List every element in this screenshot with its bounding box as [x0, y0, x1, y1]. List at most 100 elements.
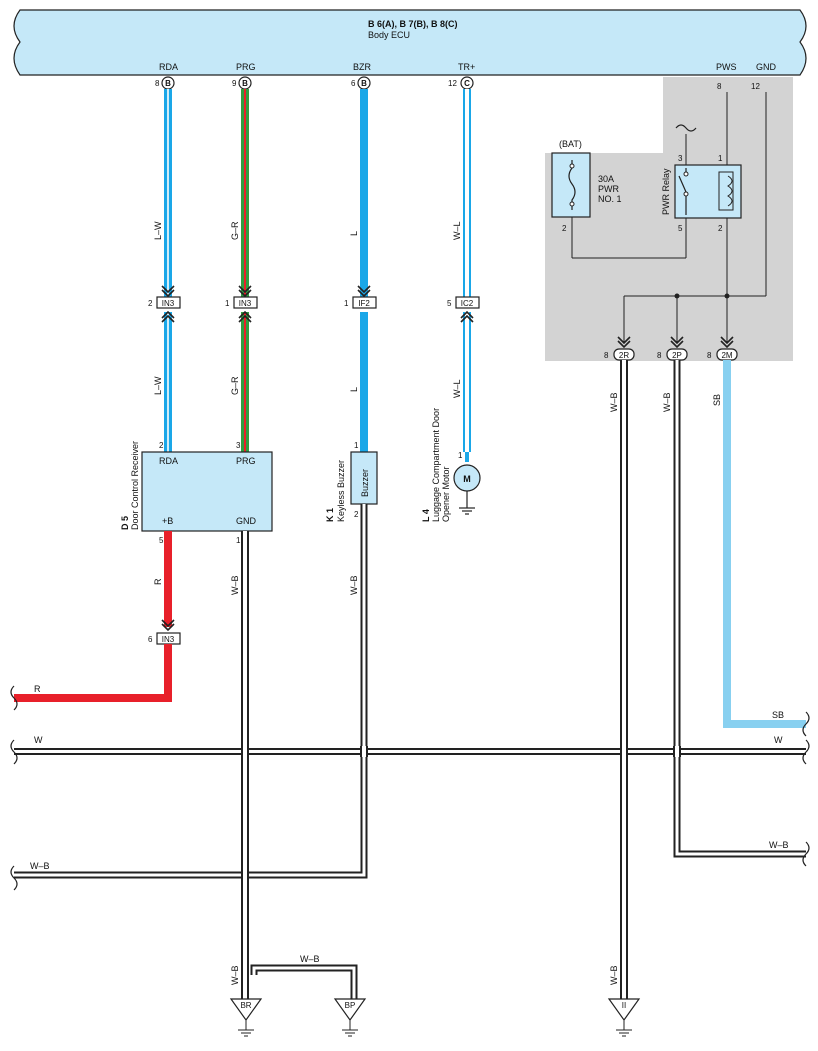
relay-pin5: 5 — [678, 224, 683, 233]
svg-text:2M: 2M — [721, 351, 732, 360]
crossing-receiver-gnd-inner — [243, 746, 247, 757]
relay-box-wiring — [571, 92, 767, 343]
crossing-buzzer-inner — [362, 746, 366, 757]
svg-text:12: 12 — [448, 79, 457, 88]
splice-2m — [724, 293, 730, 299]
ecu-pin-name-gnd: GND — [756, 62, 777, 72]
motor-name-1: Luggage Compartment Door — [431, 408, 441, 522]
wire-w-bus — [14, 748, 806, 755]
receiver-pin-gnd: GND — [236, 516, 257, 526]
svg-text:BP: BP — [345, 1001, 356, 1010]
svg-text:IF2: IF2 — [358, 299, 370, 308]
relay-pin3: 3 — [678, 154, 683, 163]
relay-contact-top — [683, 171, 689, 177]
relay-switch-icon — [678, 168, 687, 215]
receiver-code: D 5 — [120, 516, 130, 530]
ground-ii-icon: II — [607, 998, 641, 1037]
svg-text:2R: 2R — [619, 351, 629, 360]
fuse-bat-label: (BAT) — [559, 139, 582, 149]
fuse-rating: 30A — [598, 174, 614, 184]
wire-label-tr-lower: W–L — [452, 379, 462, 398]
wire-label-2r-upper: W–B — [609, 392, 619, 412]
receiver-pin-rda: RDA — [159, 456, 178, 466]
motor-ground-icon — [459, 491, 475, 515]
wire-label-w-right: W — [774, 735, 783, 745]
fuse-terminal-top — [569, 163, 575, 169]
svg-text:II: II — [622, 1001, 626, 1010]
ground-bp-icon: BP — [333, 998, 367, 1037]
wire-label-sb-right: SB — [772, 710, 784, 720]
fuse-pin: 2 — [562, 224, 567, 233]
wire-label-prg-upper: G–R — [230, 221, 240, 240]
buzzer-pin2: 2 — [354, 510, 359, 519]
wire-label-rda-lower: L–W — [153, 376, 163, 395]
wire-2p — [673, 360, 806, 858]
relay-power-tilde-icon — [675, 124, 697, 132]
wire-label-wb-left: W–B — [30, 861, 50, 871]
ecu-pin-bzr: B 6 — [351, 76, 371, 90]
svg-text:IN3: IN3 — [162, 299, 175, 308]
wire-label-rda-upper: L–W — [153, 221, 163, 240]
wire-label-bzr-lower: L — [349, 387, 359, 392]
relay-pin1: 1 — [718, 154, 723, 163]
motor-code: L 4 — [421, 509, 431, 522]
svg-text:6: 6 — [351, 79, 356, 88]
motor-m: M — [463, 474, 471, 484]
door-control-receiver — [141, 451, 273, 532]
svg-text:B: B — [242, 79, 248, 88]
svg-text:IN3: IN3 — [239, 299, 252, 308]
wire-2m-sb — [723, 360, 806, 728]
motor-pin: 1 — [458, 451, 463, 460]
svg-text:8: 8 — [707, 351, 712, 360]
receiver-num-gnd: 1 — [236, 536, 241, 545]
wire-label-bzr-upper: L — [349, 231, 359, 236]
svg-text:1: 1 — [344, 299, 349, 308]
splice-2p — [674, 293, 680, 299]
svg-text:8: 8 — [604, 351, 609, 360]
buzzer-name: Keyless Buzzer — [336, 460, 346, 522]
svg-text:2P: 2P — [672, 351, 682, 360]
ecu-pin-name-bzr: BZR — [353, 62, 372, 72]
wire-label-r-horizontal: R — [34, 684, 41, 694]
connector-ic2: IC2 5 — [447, 296, 480, 323]
wire-receiver-gnd — [241, 531, 249, 1001]
relay-contact-bottom — [683, 191, 689, 197]
receiver-pin-prg: PRG — [236, 456, 256, 466]
wire-label-receiver-gnd: W–B — [230, 575, 240, 595]
buzzer-pin1: 1 — [354, 441, 359, 450]
svg-text:9: 9 — [232, 79, 237, 88]
connector-2m: 2M 8 — [707, 336, 738, 361]
wire-label-2r-lower: W–B — [609, 965, 619, 985]
wire-label-br-bp: W–B — [300, 954, 320, 964]
wire-2r — [620, 360, 628, 1000]
fuse-box — [551, 152, 591, 218]
wire-label-w-left: W — [34, 735, 43, 745]
receiver-name: Door Control Receiver — [130, 441, 140, 530]
wire-motor-lead — [465, 452, 469, 462]
wire-label-wb-right: W–B — [769, 840, 789, 850]
wire-b-red — [164, 531, 172, 627]
svg-text:6: 6 — [148, 635, 153, 644]
ecu-pin-name-pws: PWS — [716, 62, 737, 72]
crossing-2p-inner — [675, 746, 679, 757]
svg-text:8: 8 — [657, 351, 662, 360]
ecu-pin-prg: B 9 — [232, 76, 252, 90]
relay-box-shading — [663, 77, 793, 153]
svg-text:2: 2 — [148, 299, 153, 308]
svg-text:5: 5 — [447, 299, 452, 308]
ecu-pin-num-pws: 8 — [717, 82, 722, 91]
wire-bzr-upper — [360, 89, 368, 297]
wire-tr — [463, 89, 471, 452]
wire-bzr-lower — [360, 312, 368, 452]
svg-text:IC2: IC2 — [461, 299, 474, 308]
fuse-element-icon — [568, 160, 576, 210]
svg-text:BR: BR — [240, 1001, 251, 1010]
wire-br-to-bp — [250, 964, 358, 1000]
connector-in3-prg: IN3 1 — [225, 285, 258, 323]
relay-pin2: 2 — [718, 224, 723, 233]
ecu-title: B 6(A), B 7(B), B 8(C) — [368, 19, 458, 29]
receiver-num-prg: 3 — [236, 441, 241, 450]
fuse-number: NO. 1 — [598, 194, 622, 204]
wire-buzzer-gnd — [14, 504, 368, 879]
svg-text:B: B — [361, 79, 367, 88]
